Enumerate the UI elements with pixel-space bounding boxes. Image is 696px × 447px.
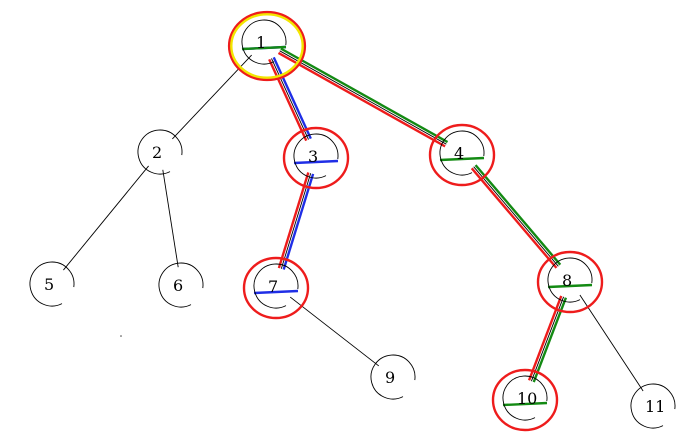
underline-green-10 xyxy=(502,401,548,407)
node-6-circle xyxy=(158,262,204,308)
node-1-label: 1 xyxy=(256,33,266,52)
node-5-label: 5 xyxy=(44,275,54,294)
node-4-label: 4 xyxy=(454,144,464,163)
node-7-circle xyxy=(253,263,299,309)
path-green-1-4-red xyxy=(277,51,446,148)
path-green-1-4-green xyxy=(280,47,449,144)
node-11-label: 11 xyxy=(645,397,665,416)
edge-2-5 xyxy=(63,165,149,271)
path-green-4-8-red xyxy=(470,167,558,269)
path-green-4-8-green xyxy=(474,164,562,266)
node-4-circle xyxy=(439,130,485,176)
underline-green-8 xyxy=(547,283,593,289)
node-2-label: 2 xyxy=(152,143,162,162)
edge-1-3 xyxy=(271,58,309,140)
nodes-layer: 1 2 3 4 5 6 7 8 9 10 11 xyxy=(29,19,676,429)
node-8-circle xyxy=(547,257,593,303)
highlight-ring-10 xyxy=(491,368,559,432)
underline-green-1 xyxy=(241,45,287,51)
path-blue-1-3-red xyxy=(268,58,308,142)
highlight-ring-8 xyxy=(536,250,604,314)
edge-1-4 xyxy=(279,50,447,145)
highlight-ring-4 xyxy=(428,123,496,187)
node-5-circle xyxy=(29,261,75,307)
node-3-label: 3 xyxy=(308,147,318,166)
edge-4-8 xyxy=(473,166,559,267)
path-blue-3-7-red xyxy=(277,172,310,269)
highlight-rings-layer xyxy=(227,10,604,432)
underline-blue-3 xyxy=(293,159,339,165)
node-3-circle xyxy=(293,133,339,179)
stray-dot xyxy=(120,335,122,337)
node-2-circle xyxy=(137,129,183,175)
underline-green-4 xyxy=(439,156,485,162)
edges-layer xyxy=(63,50,644,392)
node-8-label: 8 xyxy=(562,271,572,290)
root-ring-1 xyxy=(229,12,305,80)
node-7-label: 7 xyxy=(268,277,278,296)
highlight-ring-1 xyxy=(227,10,307,82)
edge-7-9 xyxy=(289,296,380,367)
underline-blue-7 xyxy=(253,289,299,295)
highlight-ring-3 xyxy=(282,126,350,190)
node-6-label: 6 xyxy=(173,276,183,295)
path-blue-1-3-blue xyxy=(272,56,312,140)
highlight-ring-7 xyxy=(242,256,310,320)
node-1-circle xyxy=(241,19,287,65)
node-9-label: 9 xyxy=(385,368,395,387)
node-11-circle xyxy=(630,383,676,429)
paths-layer xyxy=(241,45,593,407)
path-blue-3-7-blue xyxy=(282,173,315,270)
node-10-circle xyxy=(502,375,548,421)
edge-2-6 xyxy=(162,169,179,268)
edge-8-11 xyxy=(579,294,644,392)
edge-3-7 xyxy=(280,173,312,269)
node-9-circle xyxy=(370,354,416,400)
node-10-label: 10 xyxy=(517,389,537,408)
